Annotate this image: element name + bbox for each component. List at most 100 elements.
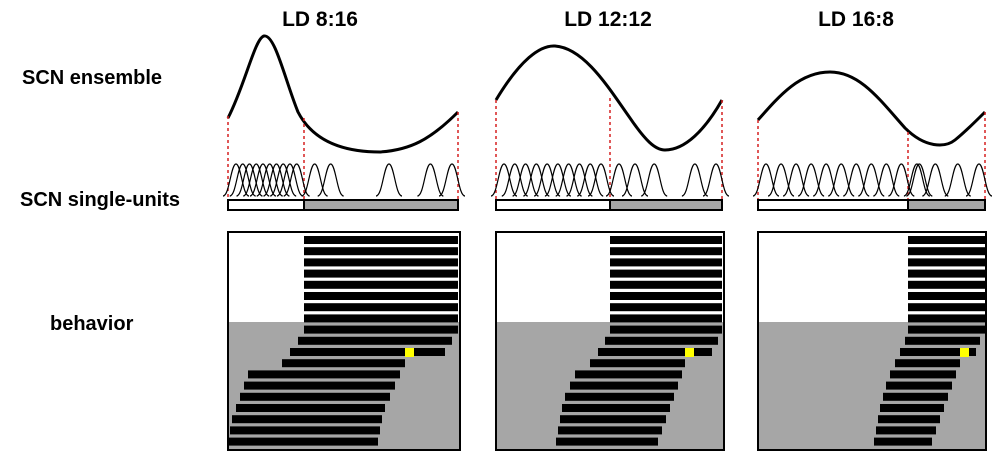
actogram-frame	[495, 231, 725, 451]
activity-bar	[562, 404, 670, 412]
unit-waveform	[276, 163, 304, 197]
activity-bar	[298, 336, 452, 345]
activity-bar	[304, 247, 458, 256]
unit-waveform	[827, 163, 855, 197]
activity-bar	[610, 292, 722, 300]
unit-waveform	[242, 163, 270, 197]
marker-lines	[757, 112, 986, 200]
unit-waveform	[438, 163, 466, 197]
unit-waveform	[523, 163, 550, 197]
unit-waveform	[576, 163, 604, 197]
activity-bar	[304, 303, 458, 312]
activity-bar	[605, 336, 718, 345]
activity-bar	[610, 258, 722, 267]
activity-bar	[908, 269, 985, 278]
unit-waveform	[906, 163, 933, 197]
unit-waveform	[767, 163, 795, 197]
activity-bars	[556, 236, 722, 446]
activity-bar	[304, 280, 458, 289]
unit-waveform	[222, 163, 250, 197]
panel-title: LD 16:8	[818, 8, 894, 31]
marker-lines	[495, 98, 723, 200]
activity-bar	[560, 415, 666, 424]
activity-bar	[304, 314, 458, 323]
unit-waveform	[256, 163, 284, 197]
lighting-bar-light	[227, 199, 305, 211]
unit-waveform	[263, 163, 290, 197]
panel-ld-12-12: LD 12:12	[490, 8, 730, 451]
unit-waveform	[490, 163, 518, 197]
unit-waveform	[555, 163, 582, 197]
activity-bar	[908, 314, 985, 323]
activity-bar	[908, 280, 985, 289]
activity-bar	[558, 426, 662, 435]
unit-waveform	[797, 163, 825, 197]
actogram-frame	[227, 231, 461, 451]
unit-waveform	[857, 163, 885, 197]
activity-bar	[575, 370, 682, 379]
activity-bar	[610, 236, 722, 244]
activity-bar	[900, 348, 976, 356]
unit-waveform	[681, 163, 709, 197]
activity-bar	[908, 292, 985, 300]
lighting-bar-dark	[907, 199, 986, 211]
activity-bar	[304, 258, 458, 267]
activity-bar	[248, 370, 400, 379]
activity-bar	[610, 269, 722, 278]
onset-marker	[960, 348, 969, 357]
unit-waveform	[249, 163, 277, 197]
activity-bar	[304, 292, 458, 300]
unit-waveform	[903, 163, 931, 197]
activity-bar	[590, 359, 685, 368]
ensemble-curve	[226, 34, 460, 154]
activity-bar	[282, 359, 405, 368]
panel-ld-8-16: LD 8:16	[222, 8, 466, 451]
unit-waveform	[782, 163, 810, 197]
actogram-frame	[757, 231, 987, 451]
unit-waveform	[605, 163, 633, 197]
activity-bars	[228, 236, 458, 446]
unit-waveform	[236, 163, 263, 197]
unit-waveform	[317, 163, 344, 197]
unit-waveform	[944, 163, 972, 197]
unit-waveform	[702, 163, 730, 197]
single-unit-waveforms	[490, 163, 730, 197]
activity-bar	[895, 359, 960, 368]
row-label-behavior: behavior	[50, 313, 134, 335]
activity-bar	[598, 348, 712, 356]
unit-waveform	[501, 163, 529, 197]
unit-waveform	[842, 163, 870, 197]
ensemble-curve	[756, 70, 987, 147]
unit-waveform	[269, 163, 297, 197]
activity-bar	[610, 280, 722, 289]
activity-bar	[908, 247, 985, 256]
row-label-ensemble: SCN ensemble	[22, 67, 162, 89]
unit-waveform	[283, 163, 310, 197]
unit-waveform	[566, 163, 593, 197]
activity-bar	[905, 336, 980, 345]
unit-waveform	[544, 163, 572, 197]
unit-waveform	[375, 163, 403, 197]
activity-bar	[908, 303, 985, 312]
lighting-bar-dark	[609, 199, 723, 211]
lighting-bar-dark	[303, 199, 459, 211]
unit-waveform	[812, 163, 840, 197]
activity-bar	[878, 415, 940, 424]
activity-bar	[610, 325, 722, 334]
unit-waveform	[229, 163, 257, 197]
activity-bar	[610, 314, 722, 323]
unit-waveform	[888, 163, 915, 197]
unit-waveform	[533, 163, 561, 197]
unit-waveform	[417, 163, 444, 197]
activity-bar	[908, 236, 985, 244]
activity-bar	[290, 348, 445, 356]
activity-bar	[570, 381, 678, 390]
single-unit-waveforms	[222, 163, 466, 197]
unit-waveform	[752, 163, 780, 197]
panel-ld-16-8: LD 16:8	[752, 8, 992, 451]
activity-bar	[236, 404, 385, 412]
panel-title: LD 8:16	[282, 8, 358, 31]
activity-bar	[890, 370, 956, 379]
unit-waveform	[587, 163, 615, 197]
